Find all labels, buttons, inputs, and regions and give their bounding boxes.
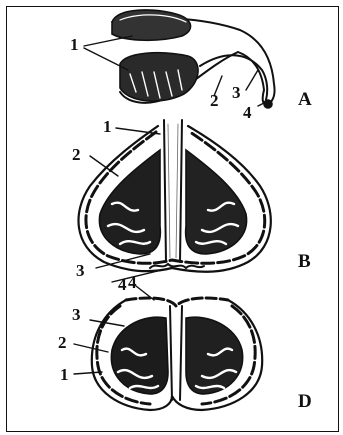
panel-d-title: D [298,392,312,411]
panel-b-label-3: 3 [76,262,85,279]
panel-d-label-1: 1 [60,366,69,383]
panel-a-label-2: 2 [210,92,219,109]
panel-d-cell [92,298,262,410]
panel-a-title: A [298,90,312,109]
panel-b-label-4: 4 [118,276,127,293]
panel-b-title: B [298,252,311,271]
panel-d-label-4: 4 [128,274,137,291]
panel-d-label-2: 2 [58,334,67,351]
panel-b-cell [78,120,270,272]
panel-a-cell [112,10,275,108]
panel-a-label-4: 4 [243,104,252,121]
panel-d-label-3: 3 [72,306,81,323]
panel-a-label-3: 3 [232,84,241,101]
panel-b-label-2: 2 [72,146,81,163]
panel-a-label-1: 1 [70,36,79,53]
panel-b-label-1: 1 [103,118,112,135]
